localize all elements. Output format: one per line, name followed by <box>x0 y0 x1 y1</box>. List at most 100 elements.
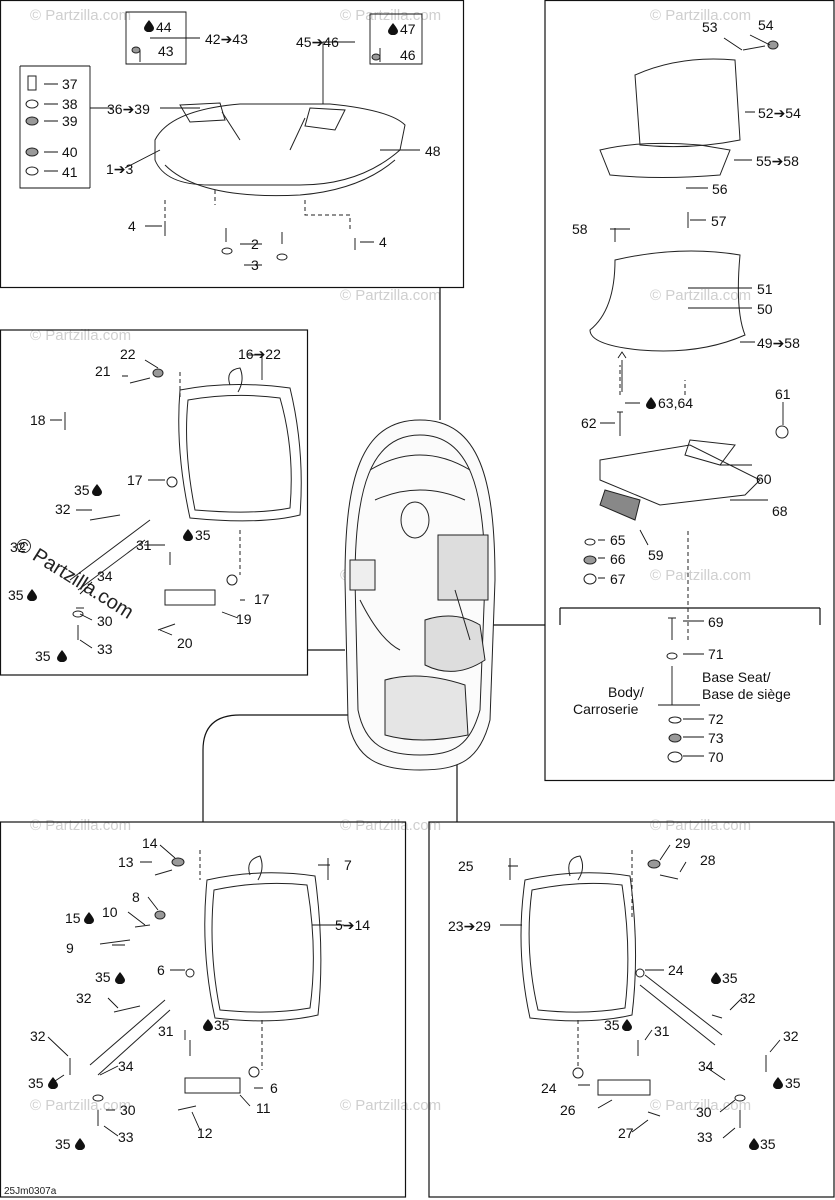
sealant-drop-icon <box>773 1077 783 1089</box>
callout-label: 30 <box>696 1104 712 1120</box>
callout-label: 63,64 <box>658 395 693 411</box>
callout-label: 17 <box>127 472 143 488</box>
watermark-text: © Partzilla.com <box>650 1097 751 1114</box>
watermark-text: © Partzilla.com <box>340 1097 441 1114</box>
watermark-text: © Partzilla.com <box>30 327 131 344</box>
callout-label: 62 <box>581 415 597 431</box>
callout-label: 38 <box>62 96 78 112</box>
callout-label: 35 <box>785 1075 801 1091</box>
sealant-drop-icon <box>115 972 125 984</box>
callout-label: 19 <box>236 611 252 627</box>
callout-label: 34 <box>698 1058 714 1074</box>
callout-label: 49➔58 <box>757 335 800 351</box>
callout-label: 4 <box>128 218 136 234</box>
watermark-text: © Partzilla.com <box>30 7 131 24</box>
callout-label: 34 <box>97 568 113 584</box>
diagram-code: 25Jm0307a <box>4 1186 57 1197</box>
callout-label: 24 <box>541 1080 557 1096</box>
callout-label: 4 <box>379 234 387 250</box>
callout-label: 54 <box>758 17 774 33</box>
callout-label: 53 <box>702 19 718 35</box>
callout-label: 66 <box>610 551 626 567</box>
callout-label: 32 <box>10 539 26 555</box>
watermark-text: © Partzilla.com <box>340 287 441 304</box>
callout-label: 35 <box>195 527 211 543</box>
watermark-text: © Partzilla.com <box>340 817 441 834</box>
callout-label: 37 <box>62 76 78 92</box>
callout-label: 52➔54 <box>758 105 801 121</box>
callout-label: 68 <box>772 503 788 519</box>
backrest-illustrations <box>69 367 723 1096</box>
base-seat-label: Base Seat/ <box>702 669 771 685</box>
callout-label: 13 <box>118 854 134 870</box>
callout-label: 73 <box>708 730 724 746</box>
callout-label: 41 <box>62 164 78 180</box>
callout-label: 70 <box>708 749 724 765</box>
sealant-drop-icon <box>622 1019 632 1031</box>
callout-label: 47 <box>400 21 416 37</box>
front-right-backrest-panel <box>428 821 835 1198</box>
callout-label: 32 <box>783 1028 799 1044</box>
callout-label: 32 <box>76 990 92 1006</box>
callout-label: 26 <box>560 1102 576 1118</box>
sealant-drop-icon <box>84 912 94 924</box>
callout-label: 11 <box>256 1100 271 1116</box>
callout-label: 58 <box>572 221 588 237</box>
callout-labels: 44 43 42➔43 45➔46 47 46 37 38 39 36➔39 4… <box>8 17 801 1152</box>
sealant-drop-icon <box>646 397 656 409</box>
watermark-text: © Partzilla.com <box>340 7 441 24</box>
watermark-text: © Partzilla.com <box>30 1097 131 1114</box>
left-backrest-panel <box>0 329 309 676</box>
callout-label: 31 <box>136 537 152 553</box>
callout-label: 7 <box>344 857 352 873</box>
sealant-drop-icon <box>75 1138 85 1150</box>
callout-label: 21 <box>95 363 111 379</box>
callout-label: 23➔29 <box>448 918 491 934</box>
callout-label: 10 <box>102 904 118 920</box>
callout-label: 27 <box>618 1125 634 1141</box>
callout-label: 14 <box>142 835 158 851</box>
callout-label: 30 <box>97 613 113 629</box>
watermark-prominent: © Partzilla.com <box>11 534 137 624</box>
carrosserie-label: Carroserie <box>573 701 639 717</box>
callout-label: 18 <box>30 412 46 428</box>
callout-label: 48 <box>425 143 441 159</box>
right-seat-panel <box>544 0 835 782</box>
callout-label: 46 <box>400 47 416 63</box>
base-siege-label: Base de siège <box>702 686 791 702</box>
callout-label: 25 <box>458 858 474 874</box>
body-label: Body/ <box>608 684 644 700</box>
callout-label: 35 <box>35 648 51 664</box>
callout-label: 39 <box>62 113 78 129</box>
callout-label: 71 <box>708 646 724 662</box>
callout-label: 33 <box>697 1129 713 1145</box>
watermark-text: © Partzilla.com <box>650 817 751 834</box>
callout-label: 33 <box>118 1129 134 1145</box>
callout-label: 5➔14 <box>335 917 370 933</box>
sealant-drop-icon <box>27 589 37 601</box>
callout-label: 32 <box>55 501 71 517</box>
callout-label: 22 <box>120 346 136 362</box>
callout-label: 55➔58 <box>756 153 799 169</box>
callout-label: 51 <box>757 281 773 297</box>
callout-label: 36➔39 <box>107 101 150 117</box>
sealant-drop-icon <box>203 1019 213 1031</box>
sealant-drop-icon <box>57 650 67 662</box>
callout-label: 35 <box>74 482 90 498</box>
callout-label: 35 <box>722 970 738 986</box>
callout-label: 31 <box>158 1023 174 1039</box>
sealant-drop-icon <box>144 20 154 32</box>
callout-label: 34 <box>118 1058 134 1074</box>
callout-label: 3 <box>251 257 259 273</box>
callout-label: 56 <box>712 181 728 197</box>
callout-label: 35 <box>214 1017 230 1033</box>
callout-label: 6 <box>157 962 165 978</box>
callout-label: 59 <box>648 547 664 563</box>
callout-label: 15 <box>65 910 81 926</box>
callout-label: 20 <box>177 635 193 651</box>
callout-label: 8 <box>132 889 140 905</box>
callout-label: 29 <box>675 835 691 851</box>
callout-label: 69 <box>708 614 724 630</box>
callout-label: 17 <box>254 591 270 607</box>
callout-label: 45➔46 <box>296 34 339 50</box>
